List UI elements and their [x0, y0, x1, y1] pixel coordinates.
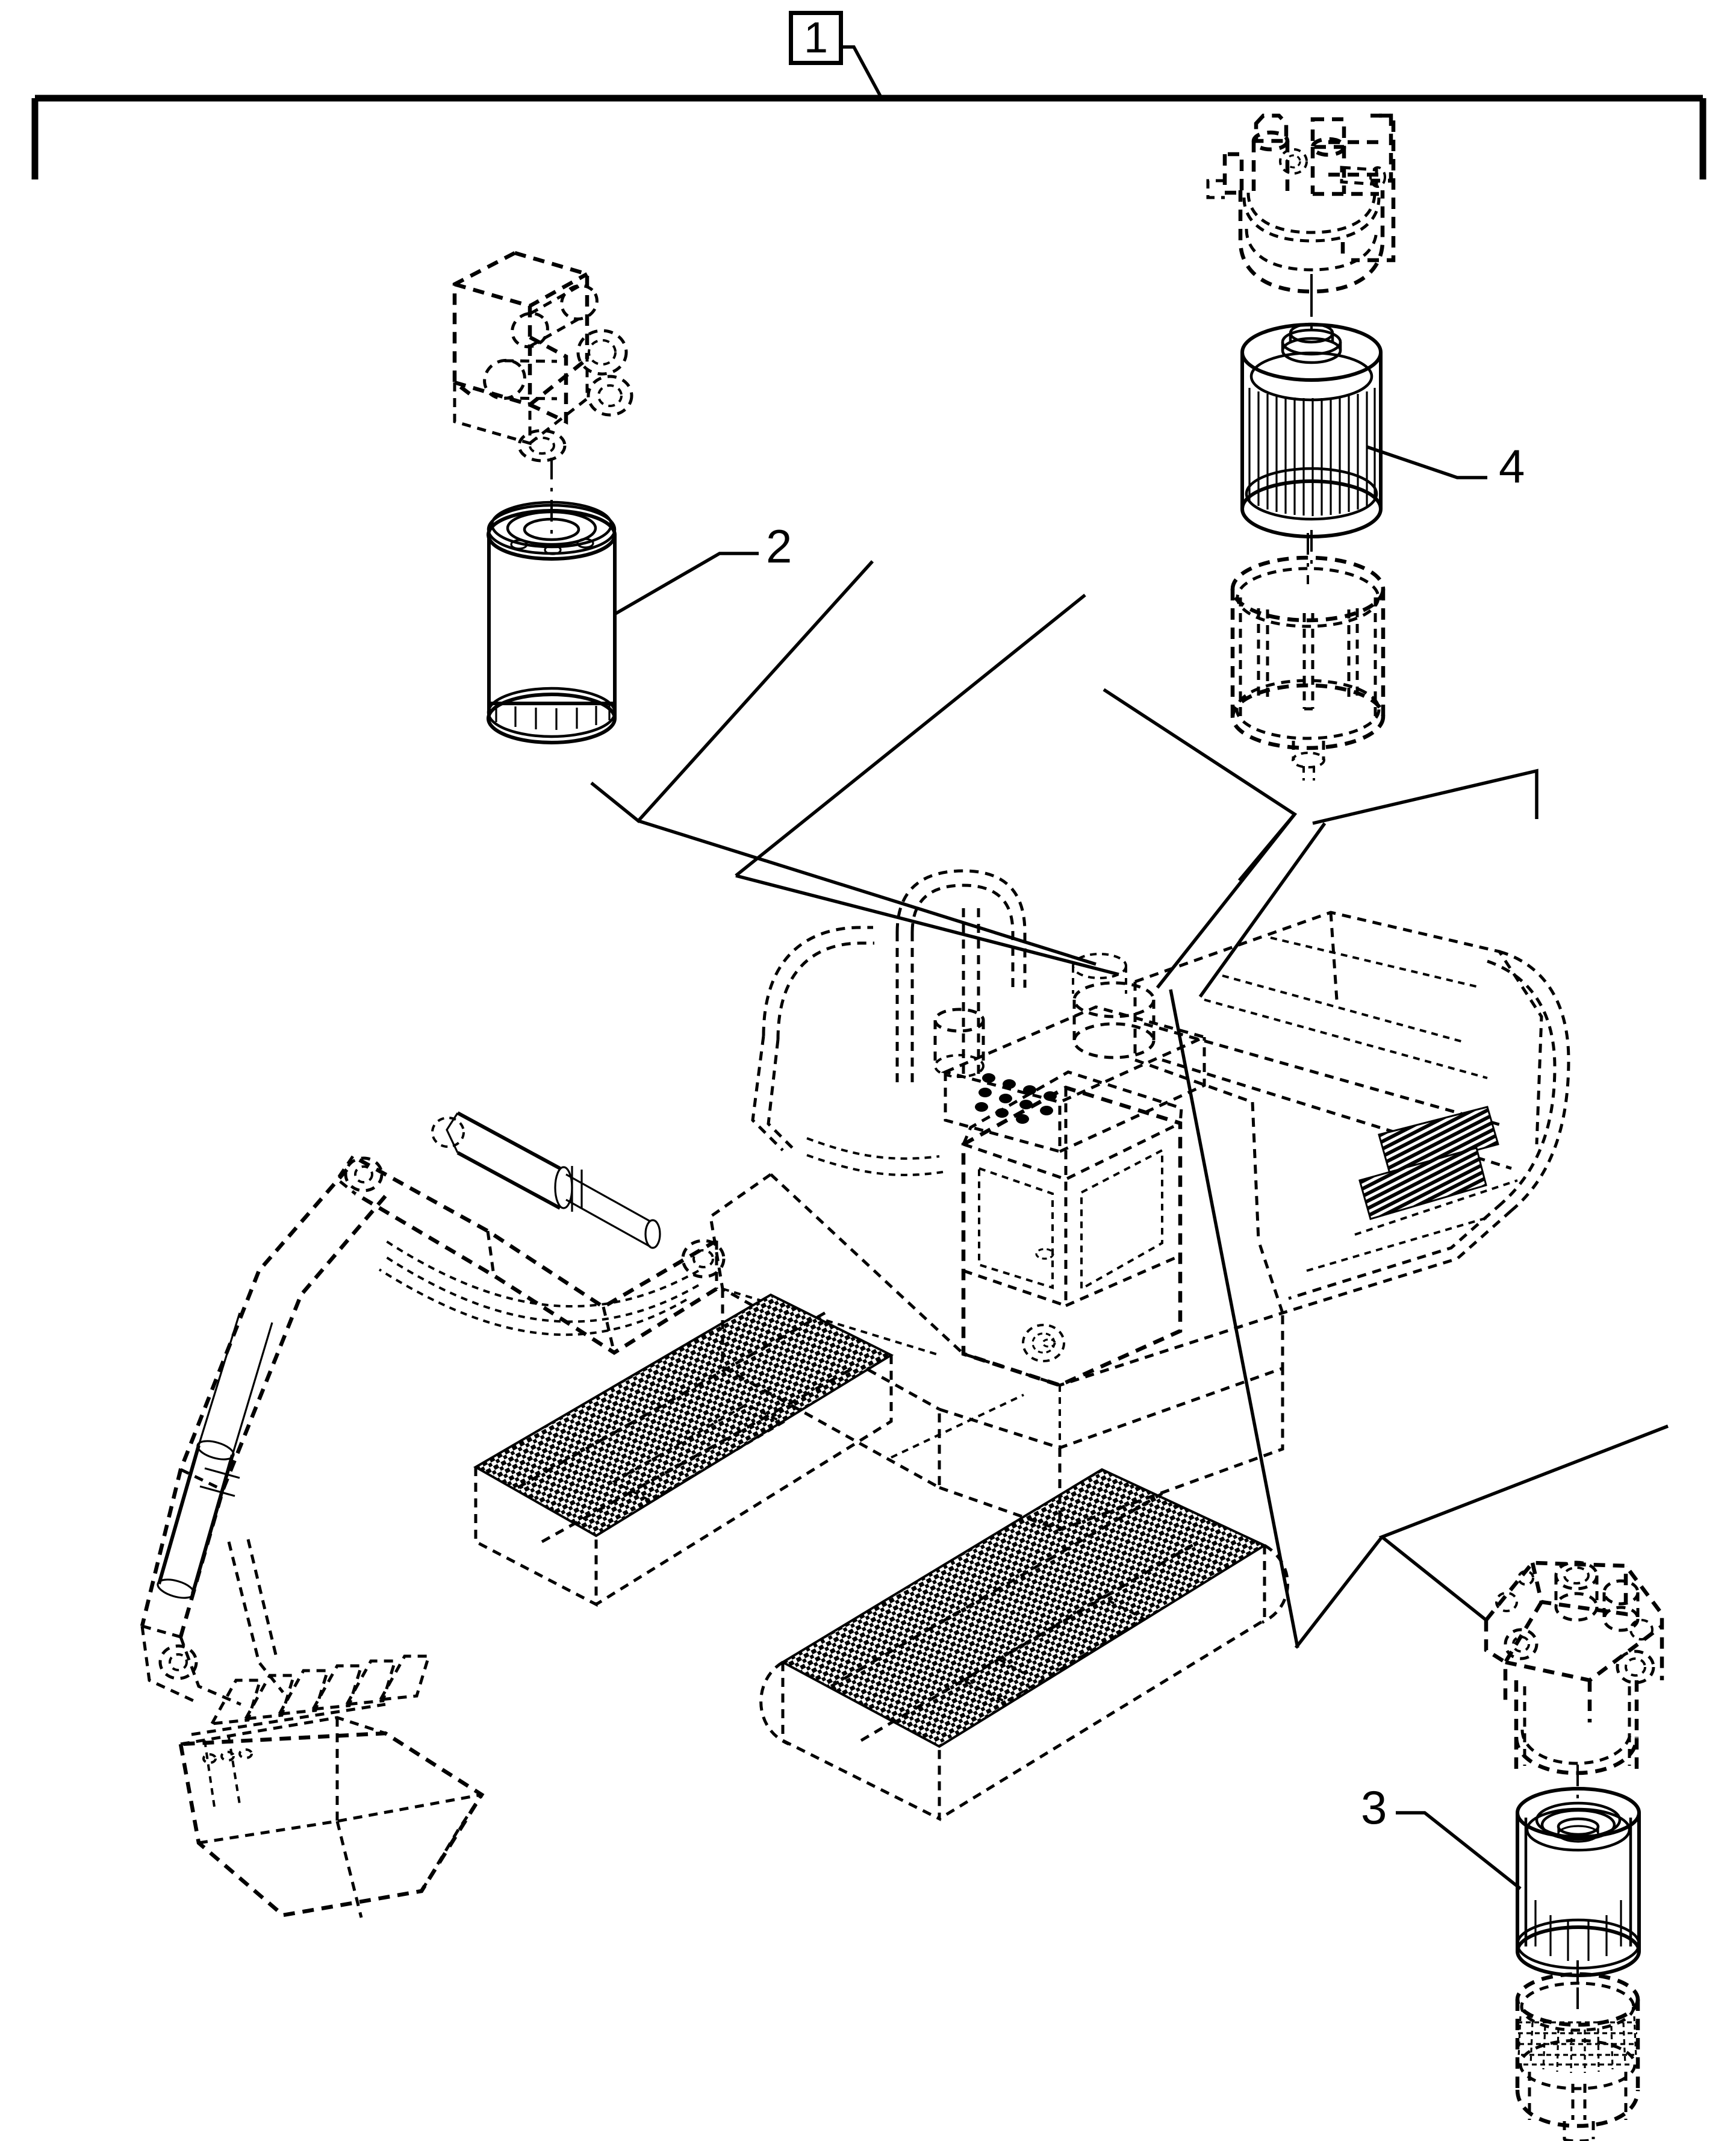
fuel-filter-cartridge: [1240, 295, 1383, 572]
engine-oil-filter: [487, 458, 617, 744]
leader-line-2: [614, 552, 759, 615]
callout-label-3-wrap[interactable]: 3: [1361, 1784, 1387, 1831]
callout-label-1: 1: [803, 14, 829, 62]
excavator-machine: [140, 869, 1570, 1918]
leader-line-4: [1366, 445, 1487, 479]
excavator-cab: [961, 1070, 1183, 1388]
sediment-bowl: [1515, 1972, 1640, 2141]
excavator-track-left: [473, 1293, 894, 1607]
callout-label-2: 2: [766, 520, 792, 573]
leader-chevron-lower-right: [1169, 989, 1669, 1649]
leader-chevron-fuelfilter-lower: [1198, 768, 1538, 998]
excavator-boom: [335, 1111, 726, 1355]
callout-label-3: 3: [1361, 1781, 1387, 1834]
excavator-swing-frame: [721, 1289, 1284, 1532]
leader-line-3: [1396, 1811, 1522, 1890]
excavator-bucket: [178, 1654, 485, 1918]
excavator-arm: [140, 1168, 387, 1706]
engine-oil-filter-mount: [452, 251, 633, 463]
assembly-frame: [31, 95, 1706, 179]
water-separator-bowl: [1230, 533, 1386, 781]
fuel-filter-head-upper: [1206, 113, 1396, 307]
leader-chevron-fuelhead-right: [1103, 688, 1298, 989]
excavator-track-right: [759, 1468, 1289, 1822]
excavator-upperstructure: [1133, 911, 1570, 1315]
leader-chevron-oilfilter: [590, 560, 1097, 966]
excavator-valve-bank: [933, 953, 1209, 1154]
leader-chevron-fuelfilter-upper: [735, 593, 1119, 976]
fuel-filter-head-lower: [1484, 1560, 1664, 1775]
fuel-filter-element: [1516, 1765, 1641, 1999]
callout-label-4: 4: [1499, 440, 1525, 493]
callout-label-2-wrap[interactable]: 2: [766, 523, 792, 570]
excavator-handrails: [751, 869, 1027, 1176]
callout-label-4-wrap[interactable]: 4: [1499, 443, 1525, 490]
callout-box-1[interactable]: 1: [789, 11, 843, 65]
